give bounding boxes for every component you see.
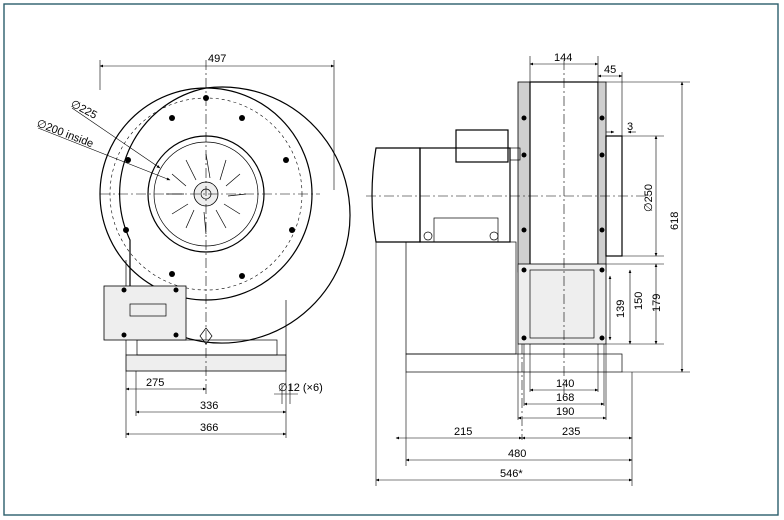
housing-flange-left bbox=[517, 81, 531, 273]
scroll-housing bbox=[119, 86, 351, 344]
dim-150: 150 bbox=[633, 292, 645, 310]
dim-dia-200-inside: ∅200 inside bbox=[35, 118, 95, 151]
side-bolts bbox=[521, 115, 605, 271]
dim-336: 336 bbox=[200, 400, 218, 412]
dim-179: 179 bbox=[651, 294, 663, 312]
pedestal bbox=[405, 241, 517, 355]
dim-holes-12: ∅12 (×6) bbox=[278, 382, 323, 394]
dim-546: 546* bbox=[500, 468, 523, 480]
front-base-support bbox=[136, 339, 278, 356]
drawing-border bbox=[3, 3, 779, 516]
mount-plate bbox=[103, 285, 187, 341]
front-view: 497 ∅225 ∅200 inside 275 336 366 ∅12 (×6… bbox=[35, 53, 351, 438]
rotation-mark bbox=[199, 327, 213, 345]
mount-plate-bolts bbox=[121, 287, 179, 338]
dim-140: 140 bbox=[556, 378, 574, 390]
dim-275: 275 bbox=[146, 377, 164, 389]
motor-end bbox=[371, 147, 421, 243]
dim-480: 480 bbox=[508, 448, 526, 460]
base-frame bbox=[405, 353, 623, 373]
housing-bolts bbox=[123, 95, 295, 279]
dim-139: 139 bbox=[615, 300, 627, 318]
outlet-rect bbox=[517, 263, 607, 345]
motor-foot bbox=[433, 217, 499, 243]
dim-215: 215 bbox=[454, 426, 472, 438]
dim-497: 497 bbox=[208, 53, 226, 65]
side-view: 144 45 3 ∅250 618 139 150 179 140 168 bbox=[366, 52, 690, 486]
mount-slot bbox=[129, 303, 167, 317]
dim-366: 366 bbox=[200, 422, 218, 434]
dim-618: 618 bbox=[669, 212, 681, 230]
dim-45: 45 bbox=[604, 64, 616, 76]
dim-dia-250: ∅250 bbox=[643, 184, 655, 212]
dim-168: 168 bbox=[556, 392, 574, 404]
terminal-box bbox=[455, 129, 509, 163]
dim-235: 235 bbox=[562, 426, 580, 438]
housing-flange-right bbox=[597, 81, 607, 273]
dim-3: 3 bbox=[627, 121, 633, 133]
dim-190: 190 bbox=[556, 406, 574, 418]
dim-144: 144 bbox=[554, 52, 572, 64]
outlet-bolts bbox=[521, 267, 605, 341]
dim-dia-225: ∅225 bbox=[69, 98, 99, 122]
